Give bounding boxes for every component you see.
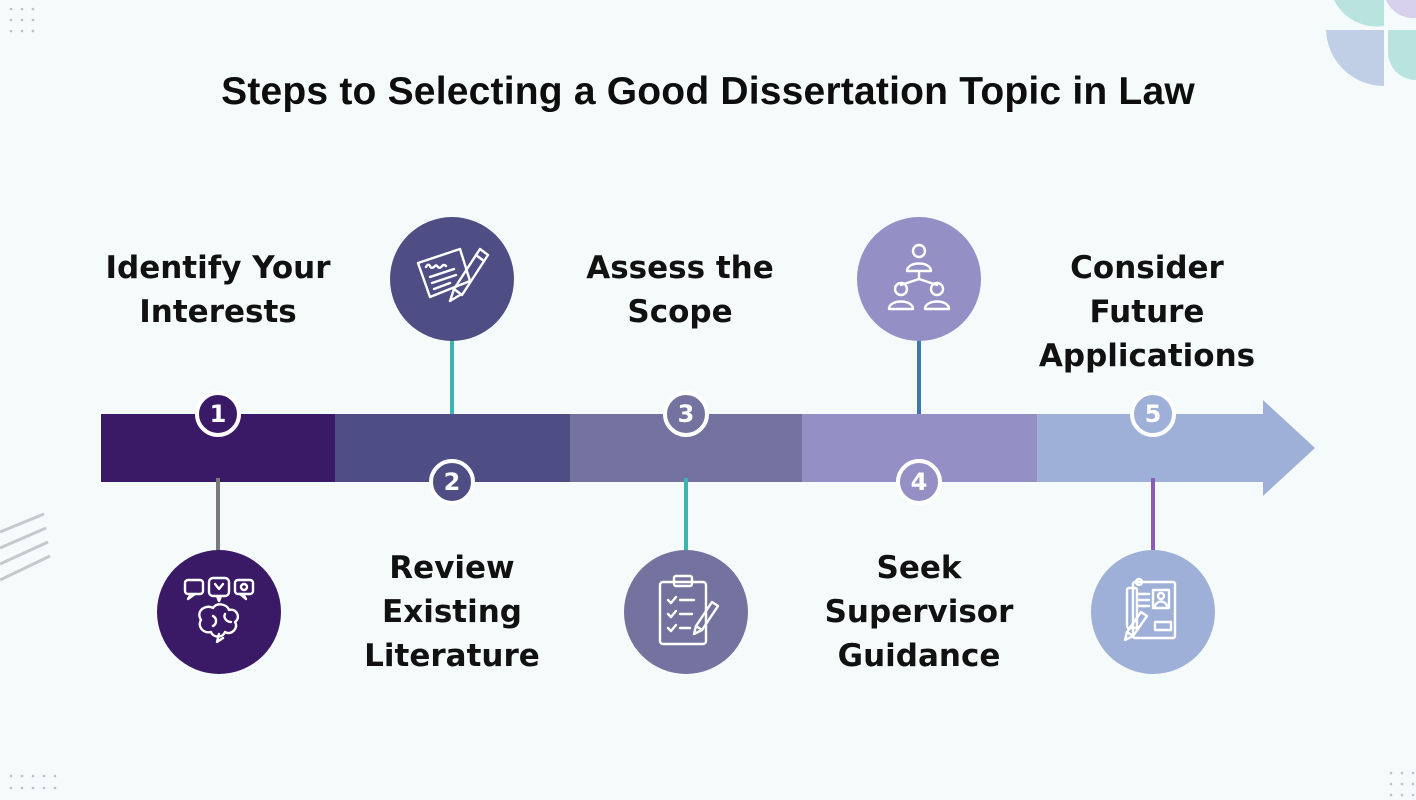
- step-4-number: 4: [896, 459, 942, 505]
- step-2-number: 2: [429, 459, 475, 505]
- step-5-label-line-3: Applications: [1038, 338, 1256, 374]
- step-3-icon-circle: [624, 550, 748, 674]
- decorative-shapes-top-right: [1326, 0, 1416, 88]
- step-5-number: 5: [1130, 391, 1176, 437]
- step-1-label-line-1: Identify Your: [105, 250, 331, 286]
- brain-ideas-icon: [179, 572, 259, 652]
- profile-document-pencil-icon: [1113, 572, 1193, 652]
- people-hierarchy-icon: [879, 239, 959, 319]
- step-1-icon-circle: [157, 550, 281, 674]
- step-3-label: Assess the Scope: [550, 246, 810, 334]
- step-4-label-line-2: Supervisor: [824, 594, 1014, 630]
- step-5-label-line-1: Consider: [1070, 250, 1224, 286]
- timeline-arrowhead: [1263, 400, 1315, 496]
- step-3-number: 3: [663, 391, 709, 437]
- step-1-label-line-2: Interests: [139, 294, 297, 330]
- step-1-label: Identify Your Interests: [88, 246, 348, 334]
- step-2-label-line-1: Review: [389, 550, 515, 586]
- step-1-number: 1: [195, 391, 241, 437]
- decorative-lines-left: [0, 510, 52, 590]
- review-document-pen-icon: [410, 237, 494, 321]
- step-2-label-line-3: Literature: [364, 638, 540, 674]
- step-3-connector: [684, 478, 688, 552]
- step-5-connector: [1151, 478, 1155, 552]
- step-5-label: Consider Future Applications: [1017, 246, 1277, 378]
- step-4-label-line-1: Seek: [876, 550, 962, 586]
- decorative-dots-bottom-right: [1388, 770, 1416, 798]
- step-4-connector: [917, 338, 921, 414]
- page-title: Steps to Selecting a Good Dissertation T…: [221, 70, 1195, 113]
- step-1-connector: [216, 478, 220, 552]
- clipboard-checklist-icon: [646, 572, 726, 652]
- step-2-label-line-2: Existing: [382, 594, 522, 630]
- step-5-label-line-2: Future: [1089, 294, 1205, 330]
- decorative-dots-top-left: [8, 6, 42, 36]
- decorative-dots-bottom-left: [8, 772, 62, 796]
- step-2-label: Review Existing Literature: [322, 546, 582, 678]
- step-2-icon-circle: [390, 217, 514, 341]
- step-2-connector: [450, 338, 454, 414]
- step-5-icon-circle: [1091, 550, 1215, 674]
- step-4-label: Seek Supervisor Guidance: [789, 546, 1049, 678]
- step-4-label-line-3: Guidance: [837, 638, 1001, 674]
- step-3-label-line-1: Assess the: [586, 250, 774, 286]
- step-4-icon-circle: [857, 217, 981, 341]
- step-3-label-line-2: Scope: [627, 294, 733, 330]
